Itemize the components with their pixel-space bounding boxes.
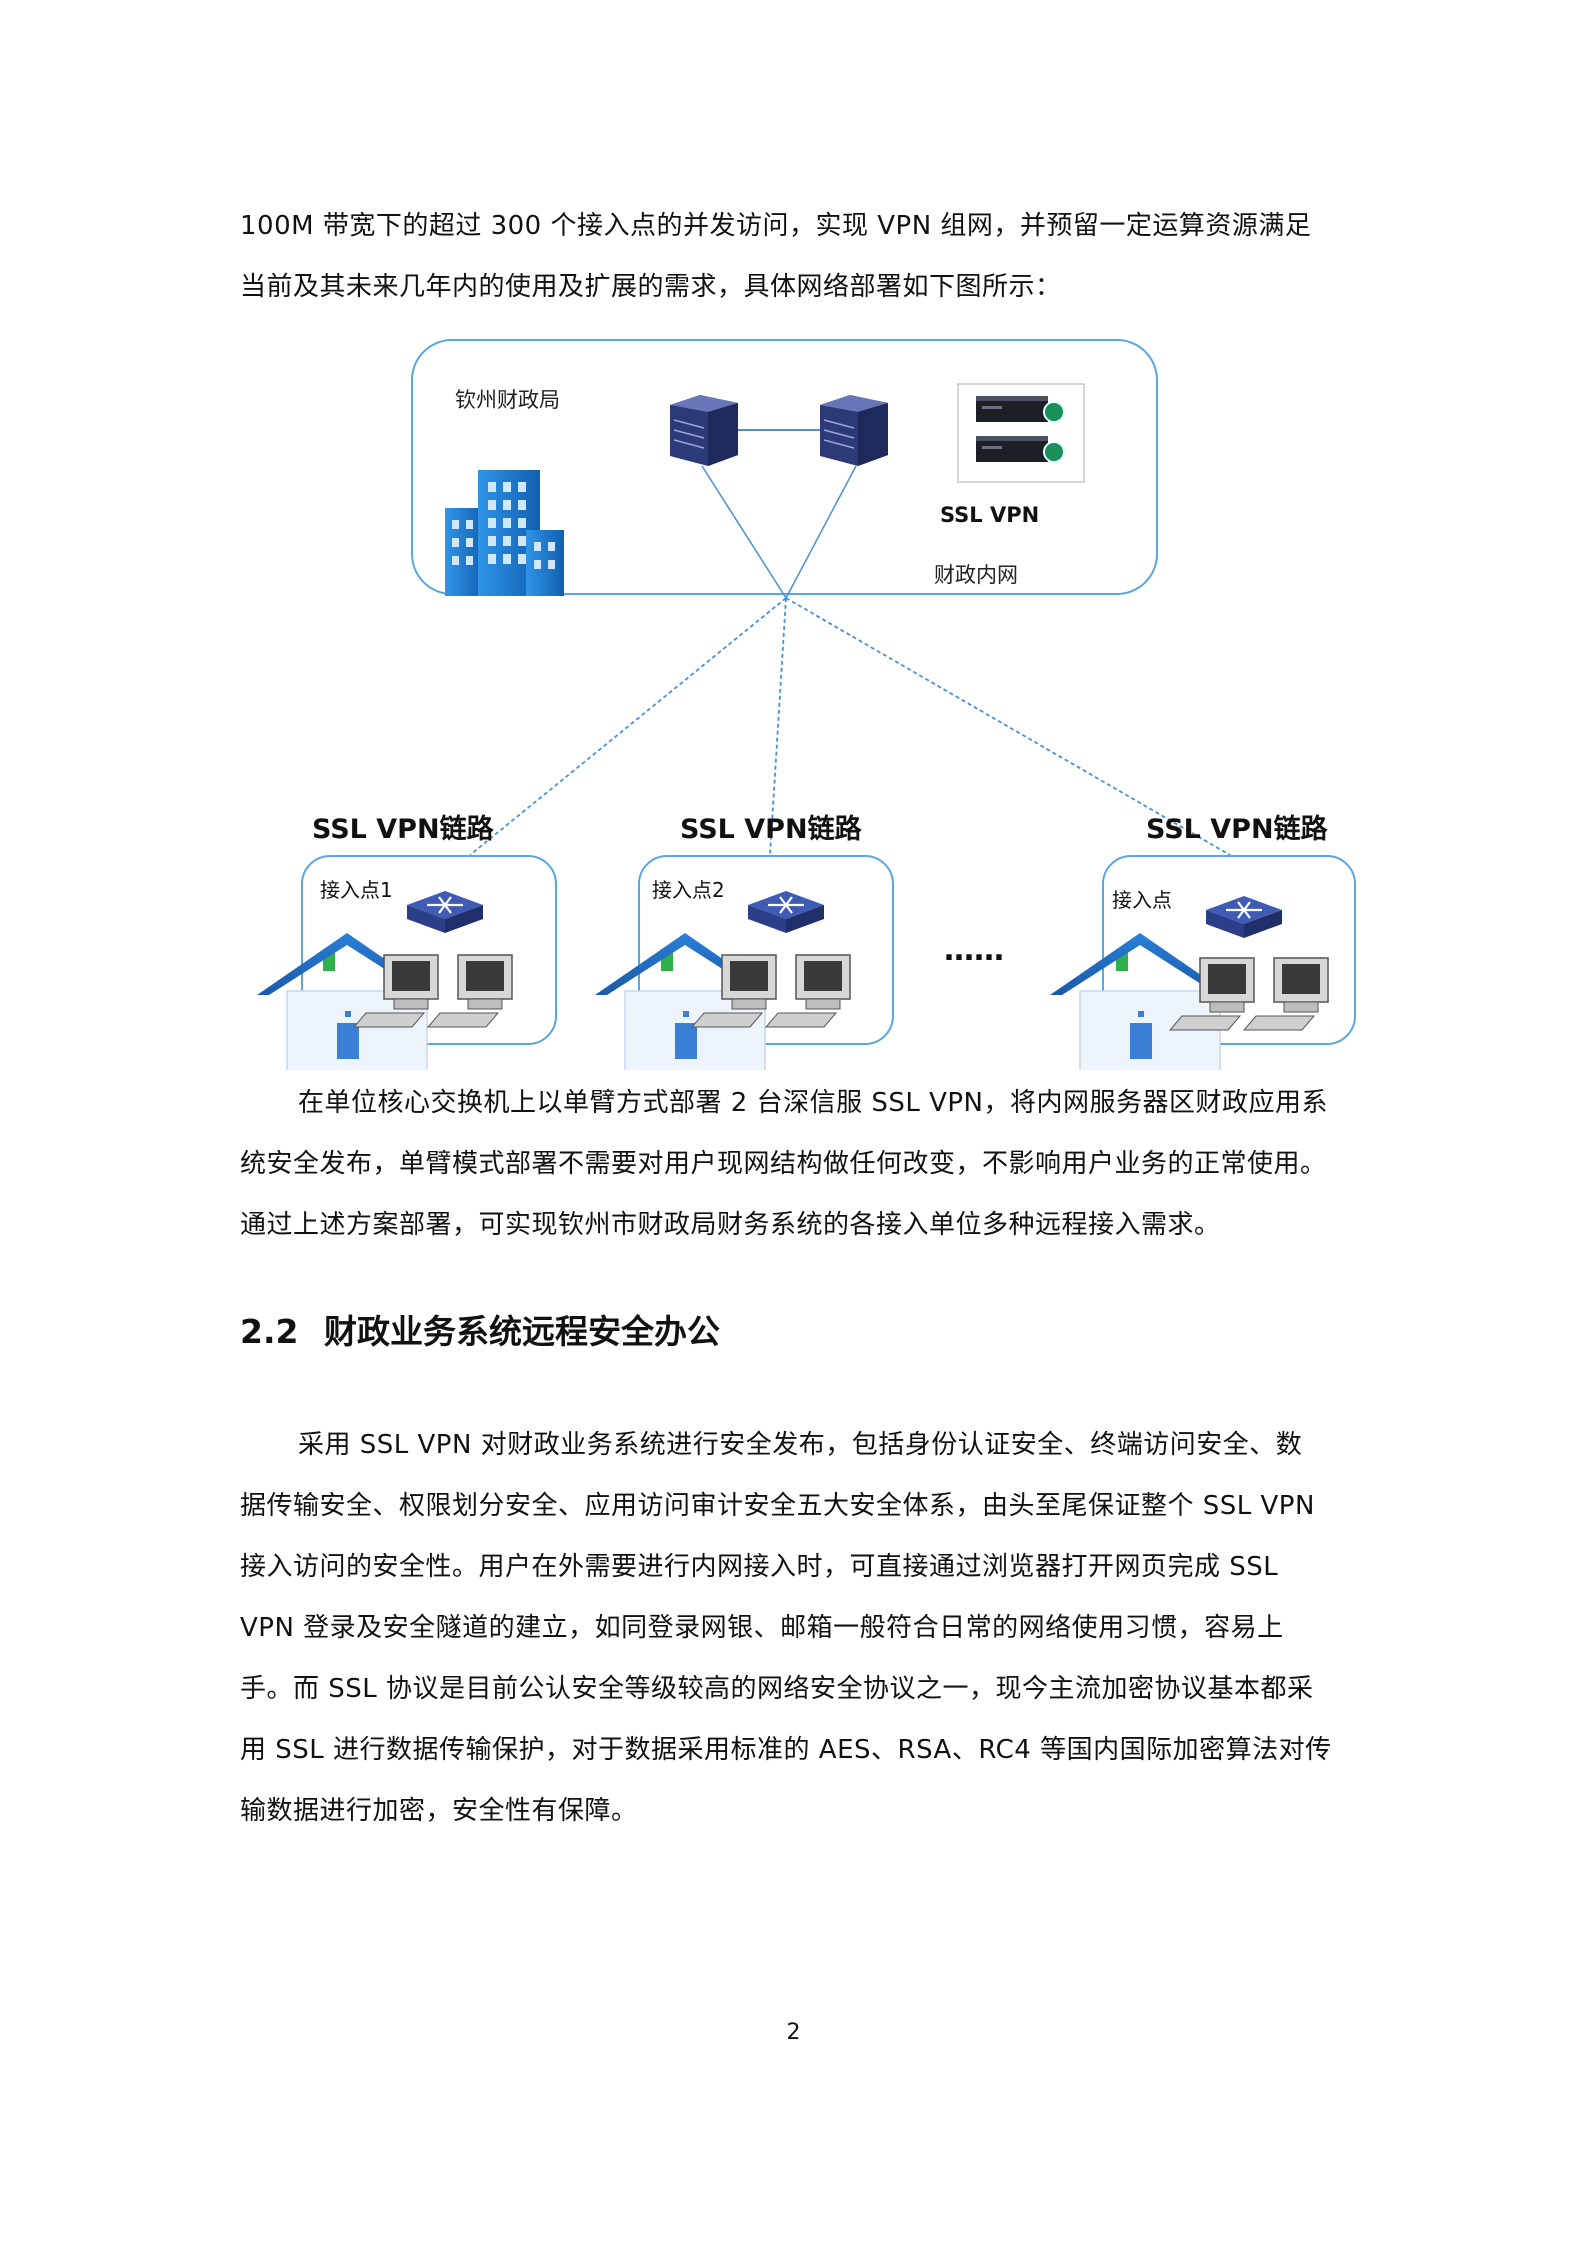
branch-1-link-label: SSL VPN链路 <box>312 813 495 845</box>
para2-line-7: 输数据进行加密，安全性有保障。 <box>240 1781 1352 1842</box>
section-heading: 2.2 财政业务系统远程安全办公 <box>240 1305 720 1353</box>
section-number: 2.2 <box>240 1312 298 1351</box>
branch-2-access-label: 接入点2 <box>652 878 725 902</box>
branch-3-access-label: 接入点 <box>1112 888 1172 912</box>
para1-line-3: 通过上述方案部署，可实现钦州市财政局财务系统的各接入单位多种远程接入需求。 <box>240 1195 1352 1256</box>
page-number: 2 <box>0 2020 1587 2045</box>
branch-2-link-label: SSL VPN链路 <box>680 813 863 845</box>
branch-3-link-label: SSL VPN链路 <box>1146 813 1329 845</box>
para2-line-6: 用 SSL 进行数据传输保护，对于数据采用标准的 AES、RSA、RC4 等国内… <box>240 1720 1352 1781</box>
para2-line-2: 据传输安全、权限划分安全、应用访问审计安全五大安全体系，由头至尾保证整个 SSL… <box>240 1476 1352 1537</box>
deployment-paragraph: 在单位核心交换机上以单臂方式部署 2 台深信服 SSL VPN，将内网服务器区财… <box>240 1073 1352 1256</box>
section-title: 财政业务系统远程安全办公 <box>324 1312 720 1351</box>
ssl-vpn-label: SSL VPN <box>940 503 1039 527</box>
para2-line-5: 手。而 SSL 协议是目前公认安全等级较高的网络安全协议之一，现今主流加密协议基… <box>240 1659 1352 1720</box>
intranet-label: 财政内网 <box>934 563 1018 587</box>
para1-line-2: 统安全发布，单臂模式部署不需要对用户现网结构做任何改变，不影响用户业务的正常使用… <box>240 1134 1352 1195</box>
network-diagram: 钦州财政局 <box>0 0 1587 1070</box>
security-paragraph: 采用 SSL VPN 对财政业务系统进行安全发布，包括身份认证安全、终端访问安全… <box>240 1415 1352 1842</box>
branch-1-access-label: 接入点1 <box>320 878 393 902</box>
core-switch-icon <box>820 395 888 466</box>
para1-line-1: 在单位核心交换机上以单臂方式部署 2 台深信服 SSL VPN，将内网服务器区财… <box>240 1073 1352 1134</box>
more-branches-ellipsis: …… <box>944 933 1004 968</box>
para2-line-3: 接入访问的安全性。用户在外需要进行内网接入时，可直接通过浏览器打开网页完成 SS… <box>240 1537 1352 1598</box>
hq-label: 钦州财政局 <box>455 388 560 412</box>
para2-line-1: 采用 SSL VPN 对财政业务系统进行安全发布，包括身份认证安全、终端访问安全… <box>240 1415 1352 1476</box>
core-switch-icon <box>670 395 738 466</box>
para2-line-4: VPN 登录及安全隧道的建立，如同登录网银、邮箱一般符合日常的网络使用习惯，容易… <box>240 1598 1352 1659</box>
